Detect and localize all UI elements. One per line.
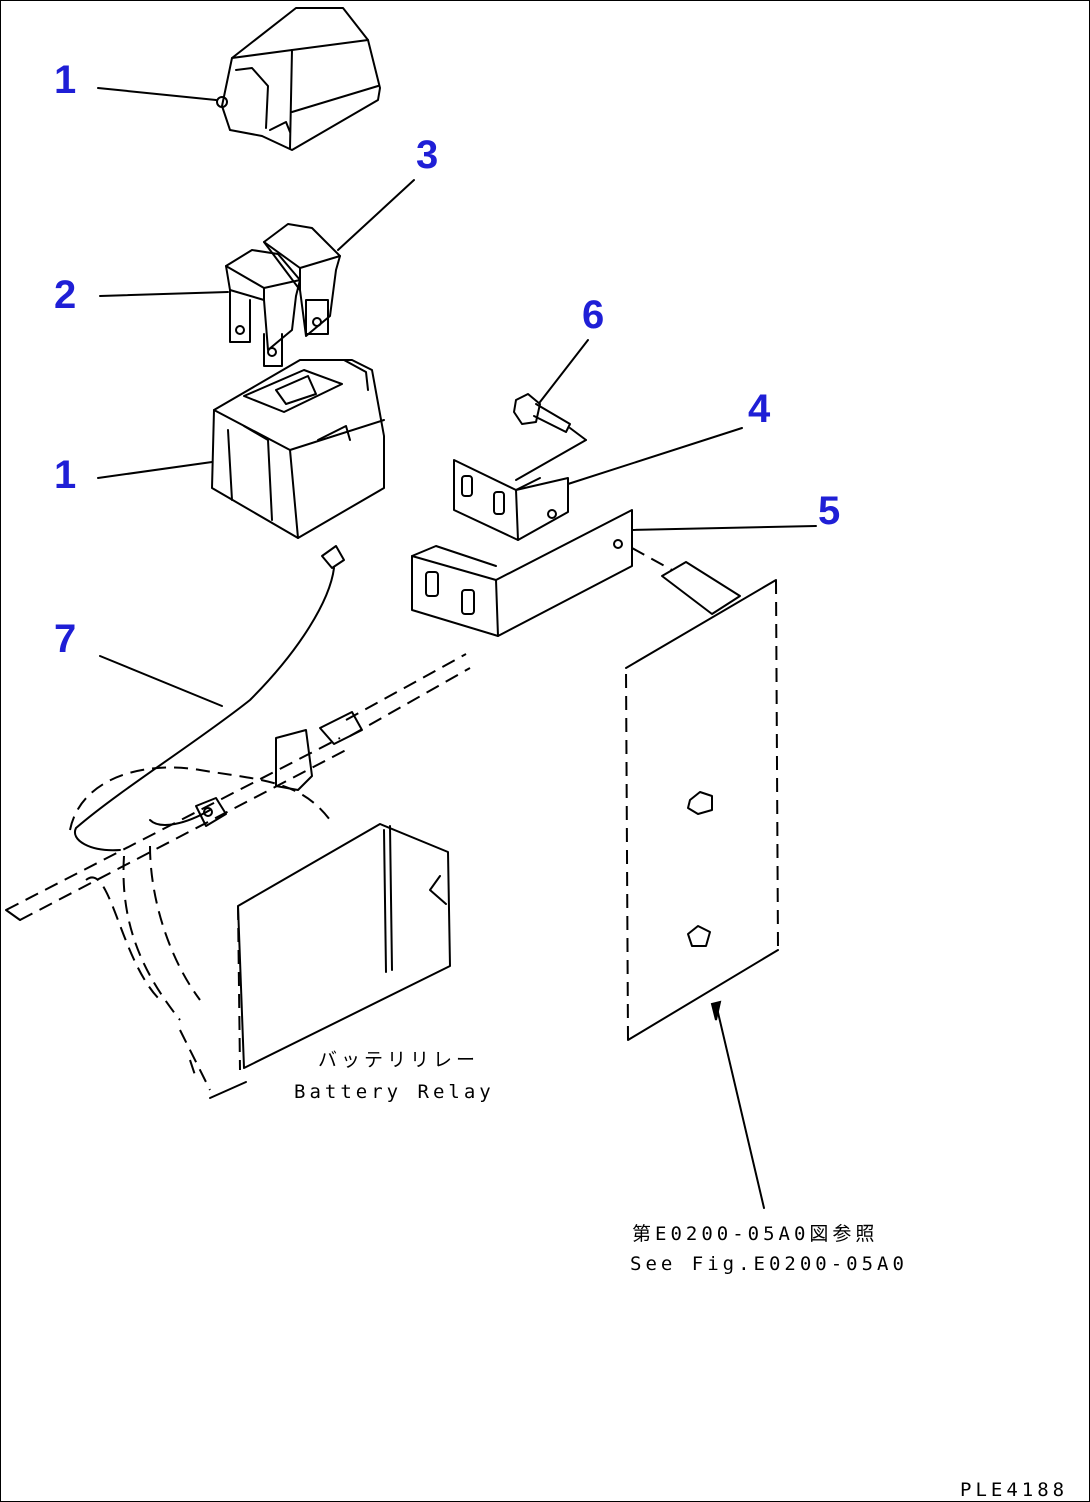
callout-6[interactable]: 6: [582, 293, 604, 337]
callout-5[interactable]: 5: [818, 489, 840, 533]
part-2-relay[interactable]: [225, 249, 301, 367]
part-3-relay[interactable]: [263, 223, 341, 337]
battery-relay-label-en: Battery Relay: [294, 1081, 495, 1103]
callout-1-top[interactable]: 1: [54, 58, 76, 102]
callout-3[interactable]: 3: [416, 133, 438, 177]
callout-numbers: 1 3 2 6 4 1 5 7: [54, 58, 840, 661]
part-1-relay-cover[interactable]: [216, 7, 381, 151]
see-fig-label-en: See Fig.E0200-05A0: [630, 1253, 908, 1275]
battery-relay-phantom: [5, 653, 471, 1099]
part-6-bolt[interactable]: [513, 393, 587, 481]
part-5-bracket[interactable]: [411, 509, 633, 637]
part-1-relay-body[interactable]: [211, 359, 385, 539]
part-4-bracket[interactable]: [453, 459, 569, 541]
callout-1-lower[interactable]: 1: [54, 453, 76, 497]
see-fig-label-jp: 第E0200-05A0図参照: [632, 1223, 878, 1245]
drawing-code: PLE4188: [960, 1479, 1068, 1501]
callout-2[interactable]: 2: [54, 273, 76, 317]
battery-relay-label-jp: バッテリリレー: [318, 1049, 479, 1071]
leader-lines: [97, 87, 817, 1209]
reference-plate: [625, 579, 779, 1041]
callout-4[interactable]: 4: [748, 387, 771, 431]
callout-7[interactable]: 7: [54, 617, 76, 661]
